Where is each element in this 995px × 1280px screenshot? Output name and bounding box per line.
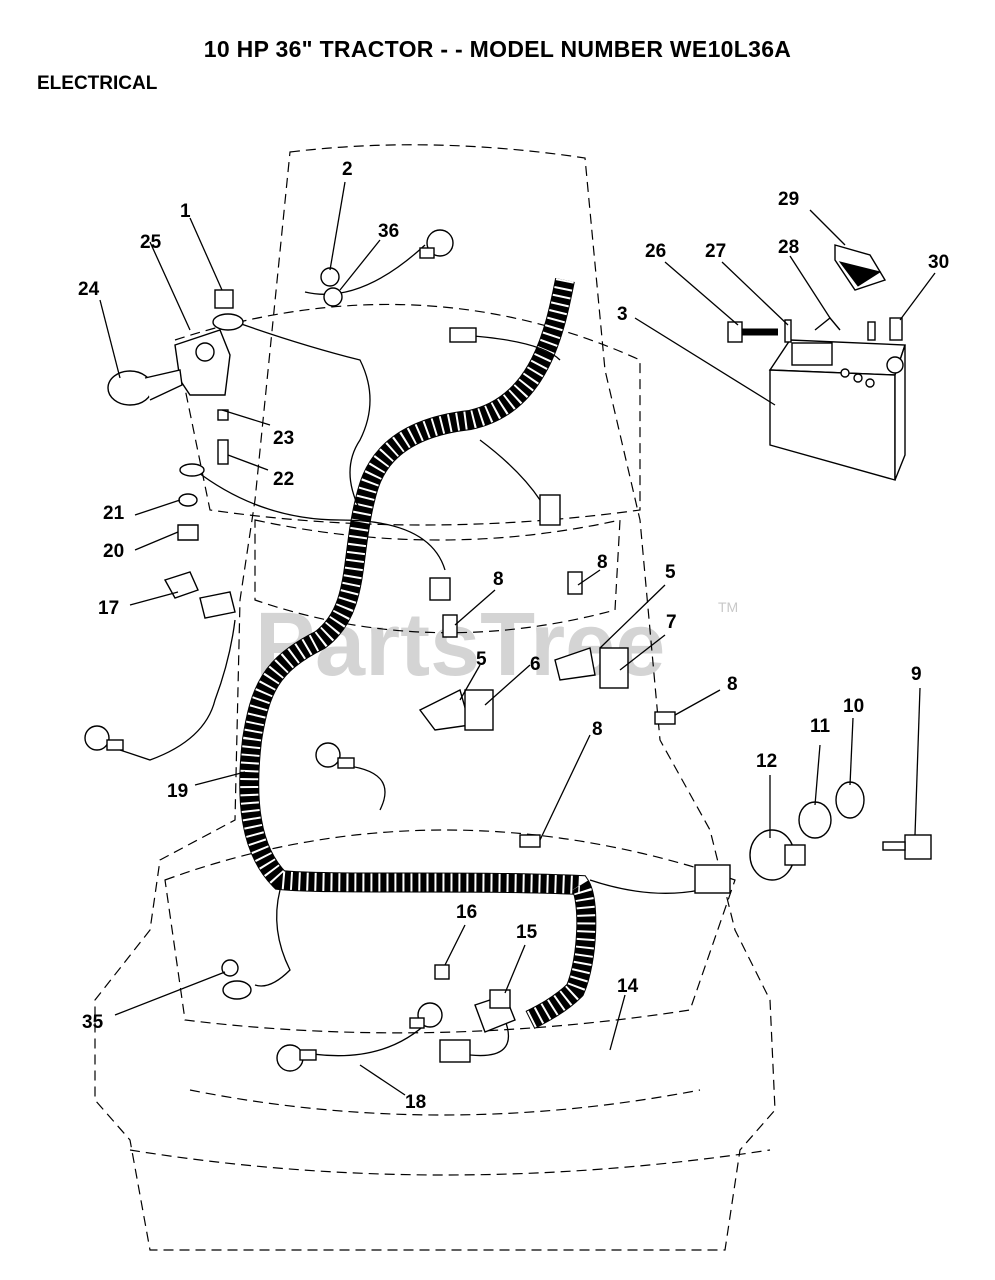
wiring-harness-coil: [239, 278, 597, 1029]
section-title: ELECTRICAL: [37, 73, 158, 94]
switches: [418, 494, 676, 1063]
callout-labels: 1 2 36 25 24 26 27 28 29 30 3 23 22 21 2…: [78, 159, 949, 1113]
callout-8a: 8: [493, 569, 504, 590]
battery-bolt-set: [727, 317, 903, 343]
callout-27: 27: [705, 241, 726, 262]
callout-12: 12: [756, 751, 777, 772]
callout-18: 18: [405, 1092, 426, 1113]
callout-5a: 5: [665, 562, 676, 583]
callout-30: 30: [928, 252, 949, 273]
callout-8b: 8: [597, 552, 608, 573]
callout-6: 6: [530, 654, 541, 675]
callout-7: 7: [666, 612, 677, 633]
ignition-switch: [694, 781, 932, 894]
battery: [768, 339, 906, 481]
callout-24: 24: [78, 279, 100, 300]
callout-21: 21: [103, 503, 125, 524]
callout-25: 25: [140, 232, 162, 253]
callout-14: 14: [617, 976, 639, 997]
callout-28: 28: [778, 237, 799, 258]
callout-35: 35: [82, 1012, 104, 1033]
callout-16: 16: [456, 902, 477, 923]
tractor-outline: [94, 144, 776, 1251]
watermark-trademark: TM: [718, 599, 738, 615]
callout-10: 10: [843, 696, 864, 717]
callout-1: 1: [180, 201, 191, 222]
callout-8c: 8: [727, 674, 738, 695]
callout-15: 15: [516, 922, 538, 943]
callout-19: 19: [167, 781, 188, 802]
callout-36: 36: [378, 221, 399, 242]
wires: [119, 244, 701, 1057]
leader-lines: [99, 181, 936, 1096]
callout-3: 3: [617, 304, 628, 325]
battery-pad: [834, 244, 887, 291]
callout-20: 20: [103, 541, 124, 562]
terminals: [84, 229, 477, 1072]
callout-29: 29: [778, 189, 799, 210]
page-title: 10 HP 36" TRACTOR - - MODEL NUMBER WE10L…: [203, 36, 792, 62]
callout-5b: 5: [476, 649, 487, 670]
callout-8d: 8: [592, 719, 603, 740]
callout-23: 23: [273, 428, 294, 449]
callout-17: 17: [98, 598, 119, 619]
callout-26: 26: [645, 241, 666, 262]
starter-solenoid: [107, 289, 244, 541]
callout-11: 11: [810, 716, 831, 737]
fuse-holder: [163, 571, 236, 619]
callout-9: 9: [911, 664, 922, 685]
callout-22: 22: [273, 469, 294, 490]
callout-2: 2: [342, 159, 353, 180]
